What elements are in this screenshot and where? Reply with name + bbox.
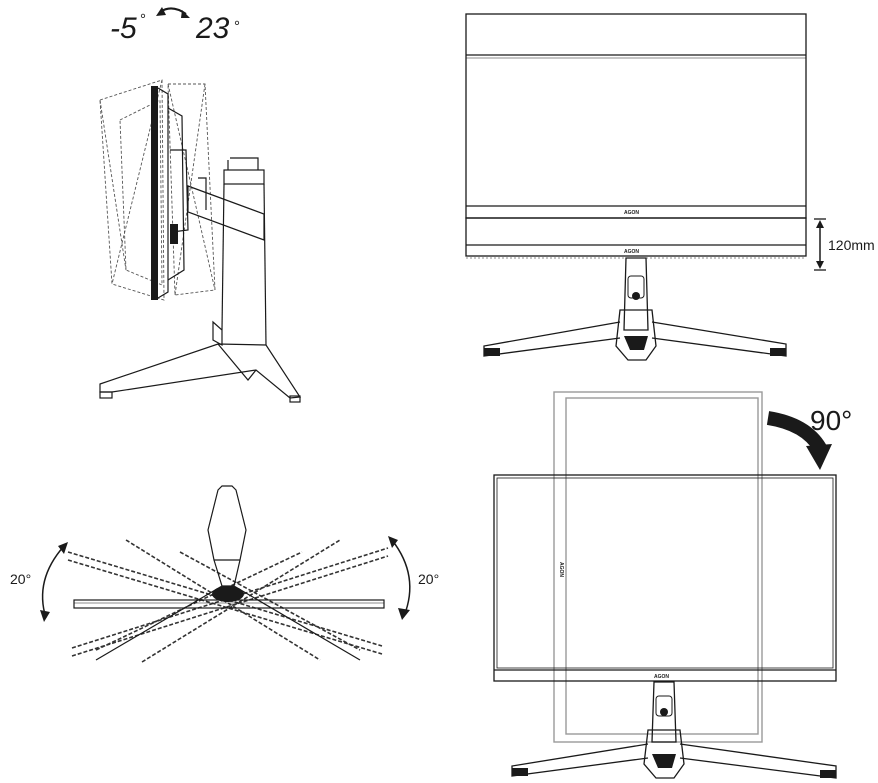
pivot-portrait-outline [553,391,763,743]
tilt-max-degree: ° [234,18,240,35]
height-stand [483,257,787,361]
pivot-monitor-landscape [493,474,837,682]
pivot-logo-landscape: AGON [654,674,669,680]
swivel-left-label: 20° [10,571,31,587]
swivel-left-arrow-icon [40,542,68,622]
swivel-stand [95,485,361,661]
swivel-right-label: 20° [418,571,439,587]
swivel-right-arrow-icon [388,536,411,620]
tilt-monitor-side [151,86,189,300]
pivot-rotate-arrow-icon [766,411,832,470]
pivot-angle-label: 90° [810,405,852,436]
swivel-panel: 20° 20° [10,485,439,663]
height-logo-upper: AGON [624,210,639,216]
height-dimension-arrow-icon [814,218,826,271]
pivot-panel: AGON AGON 90° [493,391,852,779]
height-panel: AGON AGON 120mm [465,13,875,361]
tilt-max-value: 23 [195,12,230,45]
tilt-arrow-icon [156,7,190,18]
height-value-label: 120mm [828,237,875,253]
height-monitor-raised [465,13,807,219]
pivot-stand [511,681,837,779]
tilt-ghost-backward [167,83,216,296]
tilt-panel: -5 ° 23 ° [99,7,302,403]
tilt-min-value: -5 [110,12,137,45]
pivot-logo-portrait: AGON [558,562,564,577]
tilt-min-degree: ° [140,11,146,28]
tilt-stand [99,157,302,403]
height-logo-lower: AGON [624,249,639,255]
height-monitor-lowered [465,217,807,257]
